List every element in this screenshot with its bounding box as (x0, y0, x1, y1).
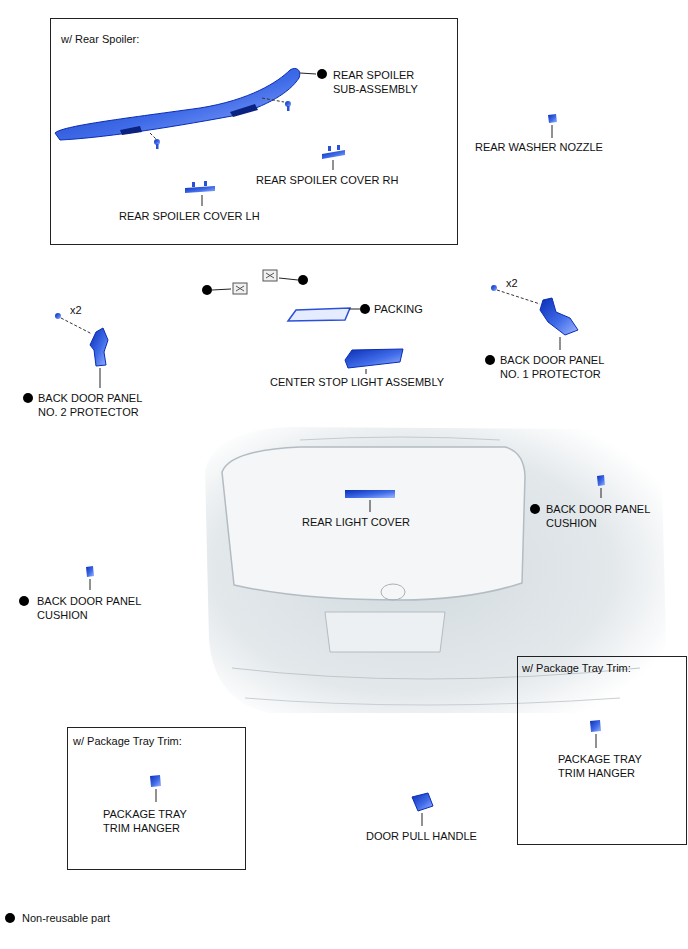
part-label: x2 (506, 276, 518, 290)
option-box: w/ Package Tray Trim: PACKAGE TRAY TRIM H… (517, 656, 687, 845)
part-label: DOOR PULL HANDLE (366, 829, 477, 843)
part-label: BACK DOOR PANEL CUSHION (546, 502, 664, 530)
part-name: REAR SPOILER COVER RH (256, 173, 398, 187)
option-heading: w/ Rear Spoiler: (61, 32, 139, 46)
option-box: w/ Package Tray Trim: PACKAGE TRAY TRIM H… (67, 727, 246, 870)
part-label: BACK DOOR PANEL NO. 1 PROTECTOR (500, 353, 618, 381)
option-heading: w/ Package Tray Trim: (73, 734, 182, 748)
part-name: PACKAGE TRAY TRIM HANGER (558, 752, 658, 780)
part-label: PACKING (374, 302, 423, 316)
part-name: REAR SPOILER COVER LH (119, 209, 260, 223)
part-label: BACK DOOR PANEL CUSHION (37, 594, 155, 622)
part-name: REAR SPOILER SUB-ASSEMBLY (333, 68, 437, 96)
part-label: REAR WASHER NOZZLE (475, 140, 603, 154)
part-label: BACK DOOR PANEL NO. 2 PROTECTOR (38, 391, 156, 419)
part-label: REAR LIGHT COVER (302, 515, 410, 529)
legend-text: Non-reusable part (22, 911, 110, 925)
part-name: PACKAGE TRAY TRIM HANGER (103, 807, 203, 835)
part-label: CENTER STOP LIGHT ASSEMBLY (270, 375, 444, 389)
option-heading: w/ Package Tray Trim: (522, 661, 631, 675)
option-box: w/ Rear Spoiler: REAR SPOILER SUB-ASSEMBL… (50, 18, 458, 245)
legend-dot (5, 913, 15, 923)
part-label: x2 (70, 303, 82, 317)
legend-entry: Non-reusable part (5, 911, 110, 925)
